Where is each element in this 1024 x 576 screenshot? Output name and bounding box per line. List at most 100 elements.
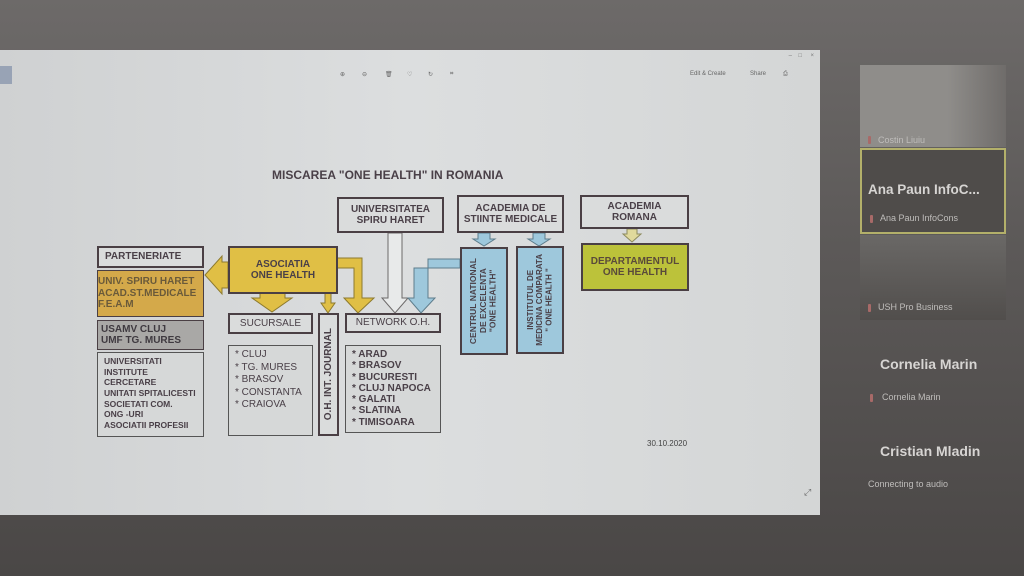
departamentul-label: ONE HEALTH [602,267,668,278]
arrow-left-partners [204,254,229,296]
participant-name: USH Pro Business [878,302,953,312]
list-item: ASOCIATII PROFESII [104,419,189,430]
mic-icon [870,215,873,223]
list-item: * BUCURESTI [352,371,418,383]
list-item: * ARAD [352,349,388,360]
list-item: * SLATINA [352,405,402,417]
list-item: * TG. MURES [235,361,298,373]
list-item: INSTITUTE CERCETARE [104,366,157,388]
sucursale-list: * CLUJ* TG. MURES* BRASOV* CONSTANTA* CR… [228,345,313,436]
share-button[interactable]: Share [750,71,767,77]
participant-display-name: Ana Paun InfoC... [868,182,980,197]
network-box: NETWORK O.H. [345,313,441,333]
network-label: NETWORK O.H. [355,317,431,329]
partner-item: ACAD.ST.MEDICALE [98,287,197,299]
participant-tile[interactable]: USH Pro Business [860,235,1006,320]
print-icon[interactable]: ⎙ [783,71,788,77]
arrow-down-sucursale [250,292,294,313]
asociatia-label: ONE HEALTH [250,270,316,281]
participant-name: Cornelia Marin [882,392,941,402]
favorite-icon[interactable]: ♡ [407,72,413,78]
participant-name: Costin Liuiu [878,135,926,145]
list-item: * CRAIOVA [235,399,286,410]
participant-tile-active[interactable]: Ana Paun InfoC... Ana Paun InfoCons [860,148,1006,234]
academia-romana-label: ACADEMIA [607,200,662,212]
institutul-line: MEDICINA COMPARATA [535,254,545,346]
arrow-down-centrul [471,232,497,247]
universitatea-label: SPIRU HARET [356,215,425,226]
list-item: * BRASOV [235,374,284,385]
asociatia-label: ASOCIATIA [255,258,311,270]
list-item: * CLUJ [235,349,267,360]
arrow-down-departamentul [621,228,643,243]
list-item: * CLUJ NAPOCA [352,382,431,394]
diagram-date: 30.10.2020 [647,439,688,448]
sucursale-box: SUCURSALE [228,313,313,334]
close-icon[interactable]: × [810,53,814,59]
expand-icon[interactable]: ⤢ [804,487,812,497]
list-item: UNIVERSITATI [104,356,162,366]
institutul-line: INSTITUTUL DE [526,270,536,330]
mic-muted-icon [868,136,871,144]
mic-muted-icon [868,304,871,312]
list-item: * BRASOV [352,360,402,372]
participant-name: Ana Paun InfoCons [880,213,959,223]
partner-item: UMF TG. MURES [101,335,181,346]
delete-icon[interactable]: 🗑 [385,72,393,78]
diagram: MISCAREA "ONE HEALTH" IN ROMANIA PARTENE… [97,168,689,448]
minimize-icon[interactable]: – [788,53,792,59]
journal-label: O.H. INT. JOURNAL [322,328,334,421]
arrow-network-blue [406,258,461,314]
list-item: * TIMISOARA [352,416,415,428]
academia-med-label: ACADEMIA DE [475,202,546,214]
participants-panel: Costin Liuiu Ana Paun InfoC... Ana Paun … [850,55,1024,505]
diagram-arrows [204,228,643,314]
edit-create-button[interactable]: Edit & Create [690,71,726,77]
arrow-down-journal [320,292,336,314]
maximize-icon[interactable]: □ [798,53,802,59]
crop-icon[interactable]: ⌗ [450,71,454,77]
participant-tile[interactable]: Costin Liuiu [860,65,1006,147]
participant-display-name: Cristian Mladin [880,443,981,459]
list-item: * CONSTANTA [235,386,302,398]
academia-med-label: STIINTE MEDICALE [463,214,558,225]
zoom-out-icon[interactable]: ⊖ [362,72,368,78]
toolbar: ⊕ ⊖ 🗑 ♡ ↻ ⌗ Edit & Create Share ⎙ [0,64,820,86]
network-list: * ARAD* BRASOV* BUCURESTI* CLUJ NAPOCA* … [345,345,441,433]
departamentul-label: DEPARTAMENTUL [590,255,680,267]
centrul-line: "ONE HEALTH" [487,269,498,333]
participant-display-name: Cornelia Marin [880,356,978,372]
partner-item: UNIV. SPIRU HARET [98,276,195,288]
academia-romana-label: ROMANA [612,212,657,223]
sidebar-thumbnail[interactable] [0,66,12,84]
universitatea-label: UNIVERSITATEA [350,203,431,215]
zoom-in-icon[interactable]: ⊕ [340,72,346,78]
arrow-down-institutul [526,232,552,247]
journal-box: O.H. INT. JOURNAL [318,313,339,436]
participant-status: Connecting to audio [868,479,949,489]
partner-item: F.E.A.M [98,299,134,311]
arrow-down-universitatea [380,232,410,314]
rotate-icon[interactable]: ↻ [428,72,434,78]
list-item: ONG -URI [104,409,144,420]
parteneriate-label: PARTENERIATE [105,251,182,263]
institutul-line: " ONE HEALTH " [544,268,554,332]
partner-item: USAMV CLUJ [101,323,167,335]
sucursale-label: SUCURSALE [239,317,302,329]
mic-muted-icon [870,394,873,402]
parteneriate-box: PARTENERIATE [97,246,204,268]
diagram-title: MISCAREA "ONE HEALTH" IN ROMANIA [272,168,504,182]
list-item: SOCIETATI COM. [104,398,173,409]
list-item: UNITATI SPITALICESTI [104,387,196,398]
list-item: * GALATI [352,394,396,406]
